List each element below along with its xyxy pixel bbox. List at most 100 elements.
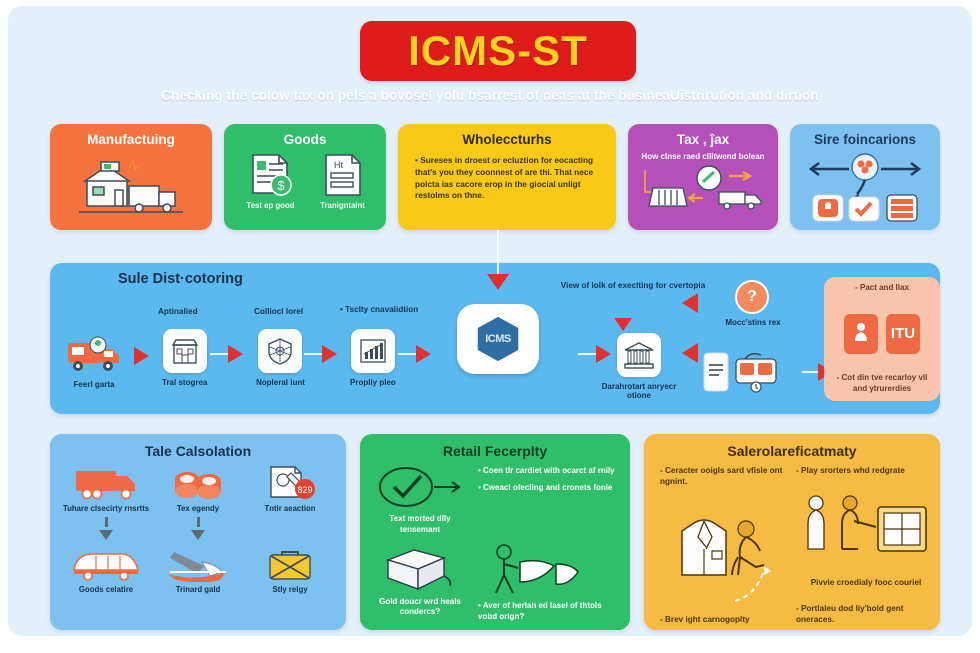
bank-caption: Darahrotart anryecr otione	[601, 382, 677, 400]
coat-person-icon[interactable]	[660, 513, 784, 589]
share-nodes-icon	[799, 151, 931, 227]
flow-line-2	[210, 353, 232, 355]
flow-line-3	[304, 353, 326, 355]
grid-arrow-stem-2	[196, 517, 200, 528]
card-goods-label-2: Tranigntaint	[320, 201, 365, 210]
card-manufacturing[interactable]: Manufactuing	[50, 124, 212, 230]
rolls-icon	[175, 472, 221, 499]
delivery-van-icon	[68, 336, 119, 371]
bank-down-arrow-icon	[614, 318, 632, 331]
flow-line-4	[398, 353, 420, 355]
svg-text:$: $	[277, 178, 285, 193]
flow-caption-4: Propliy pleo	[350, 378, 396, 387]
flow-step-1[interactable]: Feerl garta	[64, 331, 124, 389]
retail-cap-1: Text morted dlly tensemant	[389, 514, 451, 534]
card-tax-body: How clnse raed cllitwend bolean	[641, 152, 765, 161]
card-wholesale-title: Wholeccturhs	[462, 132, 552, 147]
sale-left-text-top: - Ceracter ooigls sard vfisle ont ngnint…	[660, 466, 783, 487]
grid-cell-3[interactable]: 829 Tntir aeaction	[244, 465, 336, 542]
peach-text-top: - Pact and llax	[855, 283, 909, 292]
flow-caption-2: Tral stogrea	[162, 378, 208, 387]
flow-caption-1: Feerl garta	[73, 380, 115, 389]
peach-text-bottom: - Cot din tve recarloy vll and ytrurerdi…	[836, 373, 928, 394]
peach-icons: ITU	[844, 313, 920, 354]
title-badge: ICMS-ST	[360, 21, 636, 81]
left-arrow-bottom-icon	[682, 343, 698, 363]
hub-logo-card[interactable]: ICMS	[457, 304, 539, 374]
left-arrow-top-icon	[682, 293, 698, 313]
peach-box: - Pact and llax ITU - Cot din tve recarl…	[824, 277, 940, 401]
card-wholesale-body: • Sureses in droest or ecluztion for eoc…	[415, 155, 594, 201]
grid-down-arrow-1-icon	[99, 530, 113, 541]
grid-cap-3: Tntir aeaction	[264, 504, 316, 513]
briefcase-icon	[269, 551, 311, 580]
grid-cell-5[interactable]: Trinard gald	[152, 548, 244, 595]
flow-step-3[interactable]: Nopleral iunt	[256, 329, 305, 387]
retail-bullet-2a: • Aver of herlah ed lasel of thtols vobd…	[478, 600, 602, 621]
panel-retail-title: Retail Fecerplty	[442, 443, 548, 459]
flow-arrow-1-icon	[134, 347, 149, 365]
flow-arrow-3-icon	[322, 345, 337, 363]
retail-cell-3[interactable]: • Aver of herlah ed lasel of thtols vobd…	[478, 542, 620, 622]
page-subtitle: Checking the colow tax on pels a bovosel…	[161, 88, 819, 103]
sale-right-text-bottom: - Portlaleu dod liy'bold gent oneraces.	[796, 603, 904, 624]
infographic-canvas: ICMS-ST Checking the colow tax on pels a…	[8, 6, 972, 636]
flow-toplabel-2: Aptinalied	[158, 307, 198, 316]
grid-cap-5: Trinard gald	[175, 585, 221, 595]
panel-retail: Retail Fecerplty Text morted dlly tensem…	[360, 434, 630, 630]
retail-cell-1[interactable]: Text morted dlly tensemant	[370, 465, 470, 536]
card-goods-label-1: Test ep good	[246, 201, 295, 210]
retail-grid: Text morted dlly tensemant • Coen tlr ca…	[370, 465, 620, 622]
flow-toplabel-4: • Tsclty cnavalidtion	[340, 305, 419, 314]
people-window-icon[interactable]	[796, 491, 936, 563]
grid-cell-1[interactable]: Tuhare clsecirty rnsrtts	[60, 465, 152, 542]
panel-tax-calculation: Tale Calsolation Tuhare clsecirty rnsrtt…	[50, 434, 346, 630]
itu-icon: ITU	[886, 313, 920, 354]
mid-panel-title: Sule Dist·cotoring	[118, 271, 243, 287]
flow-step-4[interactable]: Propliy pleo	[350, 329, 396, 387]
retail-bullet-1b: • Cweacl ofecling and cronets fonie	[478, 483, 613, 493]
document-stamp-icon: 829	[270, 466, 315, 499]
sale-right-text-mid: Pivvie croedialy fooc couriel	[810, 578, 922, 588]
sale-right-text-top: - Play srorters whd redgrate	[796, 466, 905, 475]
retail-cell-2[interactable]: Gold doucr wrd heals condercs?	[370, 542, 470, 619]
card-tax[interactable]: Tax , ĵax How clnse raed cllitwend bolea…	[628, 124, 778, 230]
svg-text:Ht: Ht	[334, 160, 343, 170]
factory-truck-icon	[59, 151, 203, 221]
card-tax-title: Tax , ĵax	[676, 132, 730, 147]
bus-icon	[73, 553, 140, 581]
document-icon	[703, 352, 729, 392]
check-circle-arrow-icon	[379, 467, 461, 507]
sale-col-right: - Play srorters whd redgrate Pivvie croe…	[790, 465, 940, 625]
card-goods[interactable]: Goods $ Test ep good	[224, 124, 386, 230]
person-flag-icon	[495, 543, 579, 594]
grid-cell-2[interactable]: Tex egendy	[152, 465, 244, 542]
grid-cell-4[interactable]: Goods celatire	[60, 548, 152, 595]
bar-chart-icon	[350, 329, 395, 373]
badge-caption: Mocc'stins rex	[725, 318, 781, 327]
question-badge-icon: ?	[735, 280, 769, 314]
flow-line-5	[578, 353, 600, 355]
card-sire-functions[interactable]: Sire foincarions	[790, 124, 940, 230]
package-box-icon	[385, 548, 452, 590]
grid-cap-6: Stly relgy	[272, 585, 308, 595]
bank-top-label: View of lolk of execlting for cvertopia	[560, 281, 706, 290]
panel-sale-title: Salerolareficatmaty	[727, 443, 857, 459]
sale-left-text-bottom: - Brev ight carnogoplty	[660, 614, 750, 624]
flow-caption-3: Nopleral iunt	[256, 378, 305, 387]
flow-arrow-4-icon	[416, 345, 431, 363]
retail-bullets-1: • Coen tlr cardiet with ocarct af rnily …	[478, 465, 620, 493]
device-group[interactable]	[702, 351, 779, 393]
connector-line	[497, 230, 499, 278]
tax-icon-grid: Tuhare clsecirty rnsrtts Tex egendy	[60, 465, 336, 595]
documents-icon: $ Test ep good Ht Tranigntaint	[233, 151, 377, 210]
plane-boat-icon	[168, 552, 226, 583]
flow-step-2[interactable]: Tral stogrea	[162, 329, 207, 387]
flow-arrow-2-icon	[228, 345, 243, 363]
flow-step-bank[interactable]: Darahrotart anryecr otione	[600, 333, 678, 400]
grid-cell-6[interactable]: Stly relgy	[244, 548, 336, 595]
sale-columns: - Ceracter ooigls sard vfisle ont ngnint…	[654, 465, 930, 625]
card-wholesale[interactable]: Wholeccturhs • Sureses in droest or eclu…	[398, 124, 616, 230]
retail-cap-2: Gold doucr wrd heals condercs?	[379, 596, 461, 617]
tax-exchange-icon	[637, 164, 769, 211]
